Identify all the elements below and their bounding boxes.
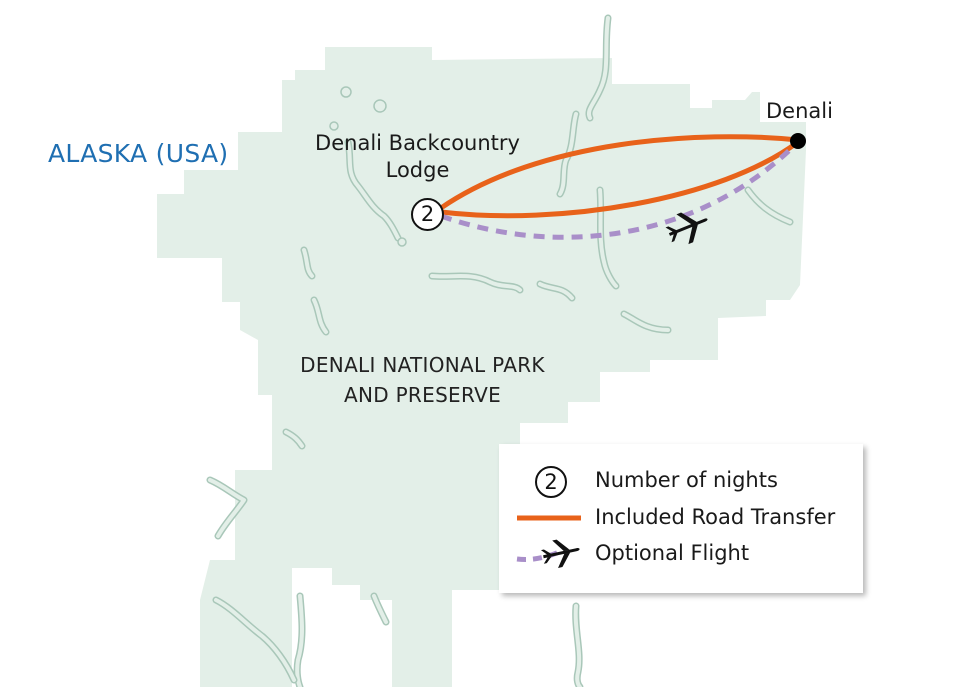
legend-label-flight: Optional Flight bbox=[595, 541, 750, 565]
map-legend: 2 Number of nights Included Road Transfe… bbox=[499, 444, 863, 593]
lodge-label-line1: Denali Backcountry bbox=[315, 131, 520, 155]
lodge-label: Denali Backcountry Lodge bbox=[290, 130, 545, 184]
lake-1 bbox=[340, 86, 352, 98]
legend-item-road: Included Road Transfer bbox=[499, 501, 863, 535]
water-features bbox=[206, 14, 794, 687]
legend-flight-line bbox=[516, 539, 580, 568]
denali-marker bbox=[790, 133, 806, 149]
denali-label: Denali bbox=[766, 99, 833, 123]
legend-label-nights: Number of nights bbox=[595, 468, 778, 492]
legend-road-line bbox=[517, 515, 581, 521]
legend-label-road: Included Road Transfer bbox=[595, 505, 836, 529]
airplane-icon bbox=[665, 212, 708, 245]
park-boundary bbox=[157, 47, 806, 687]
lake-4 bbox=[397, 237, 407, 247]
lake-2 bbox=[373, 99, 387, 113]
optional-flight-route bbox=[440, 140, 800, 240]
road-transfer-route bbox=[438, 139, 801, 219]
lake-3 bbox=[329, 121, 339, 131]
legend-symbol-nights: 2 bbox=[513, 464, 585, 498]
legend-nights-badge: 2 bbox=[535, 466, 567, 498]
legend-item-nights: 2 Number of nights bbox=[499, 464, 863, 498]
park-label: DENALI NATIONAL PARK AND PRESERVE bbox=[250, 350, 595, 410]
road-transfer-route bbox=[438, 134, 801, 211]
legend-item-flight: Optional Flight bbox=[499, 537, 863, 571]
lodge-label-line2: Lodge bbox=[385, 158, 450, 182]
park-label-line1: DENALI NATIONAL PARK bbox=[300, 353, 545, 377]
lodge-nights-badge: 2 bbox=[411, 198, 444, 231]
region-label: ALASKA (USA) bbox=[48, 139, 229, 168]
park-label-line2: AND PRESERVE bbox=[343, 383, 502, 407]
airplane-icon bbox=[540, 539, 580, 568]
